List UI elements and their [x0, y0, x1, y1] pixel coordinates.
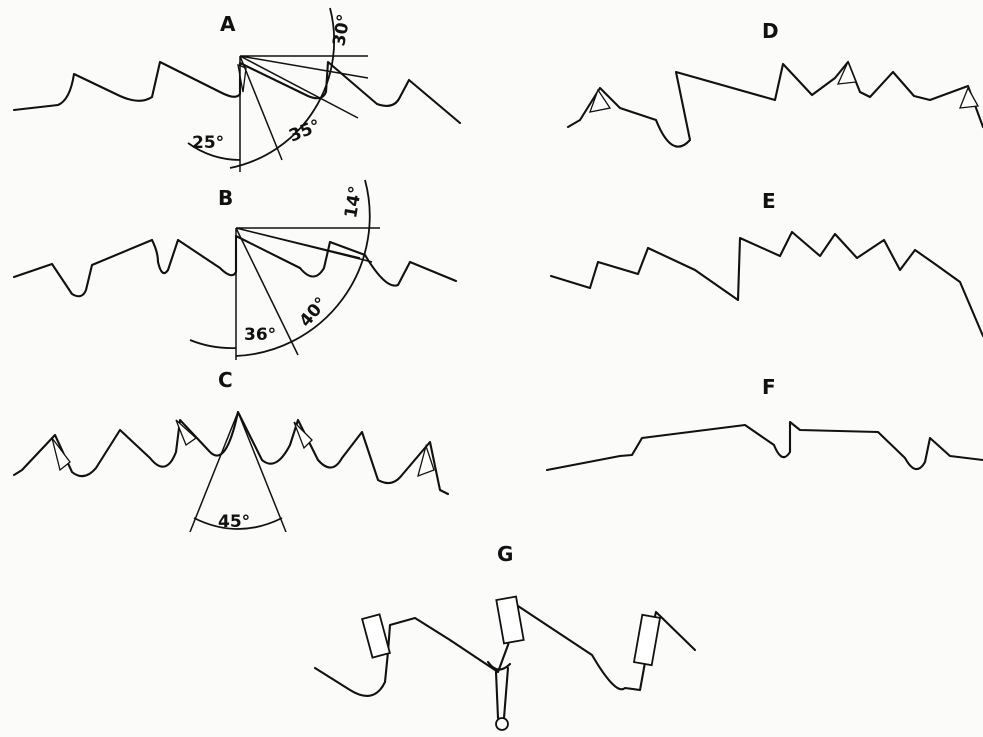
panel-d: D — [566, 19, 983, 148]
panel-a-angle-arc-outer — [229, 7, 335, 169]
panel-b-label: B — [218, 186, 233, 210]
panel-b-angle-arc-inner — [189, 339, 237, 349]
panel-c-tip-1 — [51, 437, 71, 472]
panel-b: B 14° 40° 36° — [12, 179, 458, 360]
panel-f-tooth-profile — [545, 420, 983, 472]
panel-c-angle-arc — [193, 517, 283, 530]
panel-a-angle-30: 30° — [329, 13, 354, 48]
panel-b-angle-14: 14° — [341, 185, 366, 220]
panel-c-tip-2 — [175, 419, 198, 447]
panel-c-label: C — [218, 368, 233, 392]
panel-c-guides — [189, 411, 287, 533]
panel-e-label: E — [762, 189, 776, 213]
panel-g-carbide-tip-2 — [495, 595, 525, 645]
panel-c-tooth-profile — [12, 410, 450, 496]
panel-a-tooth-profile — [12, 60, 462, 125]
panel-d-tip-3 — [958, 86, 980, 109]
panel-b-angle-36: 36° — [244, 325, 276, 345]
panel-b-angle-arc-outer — [235, 179, 371, 357]
panel-g-slot-hole — [495, 717, 509, 731]
panel-c-tip-4 — [417, 443, 435, 478]
panel-d-tip-1 — [588, 88, 612, 113]
panel-b-guides — [235, 227, 380, 360]
panel-a-label: A — [220, 12, 236, 36]
panel-e-tooth-profile — [549, 230, 983, 338]
panel-f-label: F — [762, 375, 776, 399]
panel-g-carbide-tip-1 — [361, 613, 391, 659]
panel-g-label: G — [497, 542, 513, 566]
panel-e: E — [549, 189, 983, 338]
panel-d-tip-2 — [836, 60, 857, 85]
panel-a: A 30° 35° 25° — [12, 7, 462, 172]
panel-g-carbide-tip-3 — [632, 613, 662, 667]
panel-c: C 45° — [12, 368, 450, 533]
panel-b-angle-40: 40° — [296, 294, 332, 332]
panel-a-angle-25: 25° — [192, 133, 224, 153]
panel-c-angle-45: 45° — [218, 512, 250, 532]
panel-b-tooth-profile — [12, 234, 458, 298]
panel-a-angle-35: 35° — [286, 116, 323, 147]
panel-a-guides — [239, 55, 369, 172]
panel-f: F — [545, 375, 983, 472]
panel-d-label: D — [762, 19, 779, 43]
panel-d-tooth-profile — [566, 60, 983, 148]
panel-g-slot — [486, 660, 512, 720]
panel-g-tooth-profile — [313, 604, 697, 697]
panel-g: G — [313, 542, 697, 731]
panel-a-angle-arc-inner — [187, 142, 241, 161]
panel-c-tip-3 — [293, 421, 313, 450]
